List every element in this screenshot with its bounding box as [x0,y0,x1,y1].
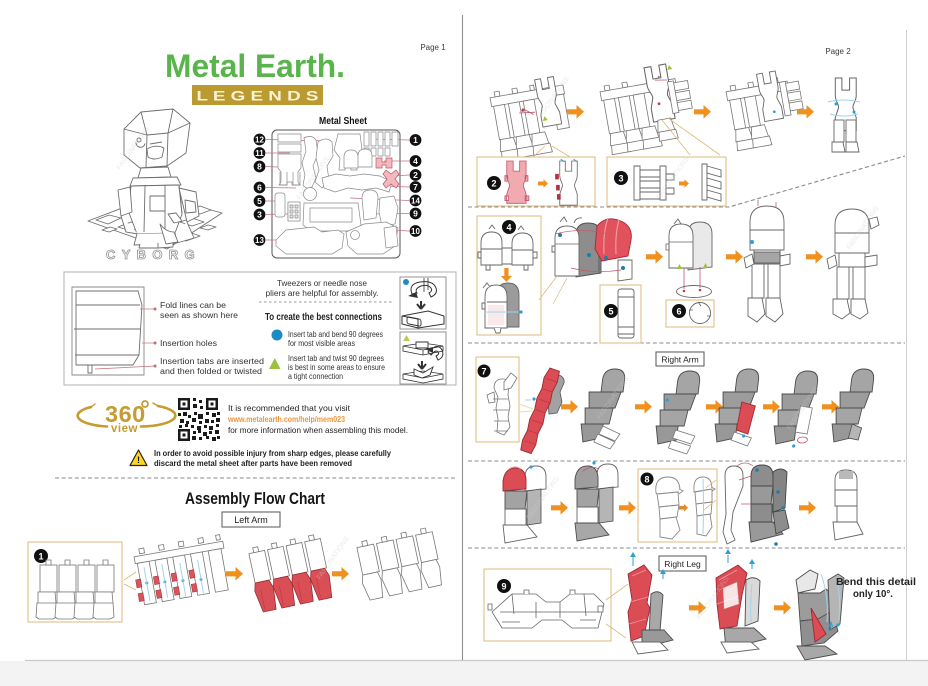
svg-text:Metal Sheet: Metal Sheet [319,115,367,127]
svg-text:13: 13 [255,236,264,245]
svg-text:Bend this detail: Bend this detail [836,577,916,588]
svg-text:Right Leg: Right Leg [664,559,701,569]
svg-text:Page 1: Page 1 [420,43,446,52]
svg-text:Metal Earth.: Metal Earth. [165,48,345,84]
svg-text:Assembly Flow Chart: Assembly Flow Chart [185,490,325,508]
svg-text:Left Arm: Left Arm [234,515,268,525]
svg-text:12: 12 [255,136,264,145]
svg-text:3: 3 [618,174,623,184]
svg-text:360: 360 [105,401,146,427]
svg-text:a tight connection: a tight connection [288,372,343,381]
svg-text:Tweezers or needle nose: Tweezers or needle nose [277,279,367,288]
svg-text:3: 3 [257,210,262,220]
svg-text:2: 2 [413,170,418,180]
svg-text:Insert tab and bend 90 degrees: Insert tab and bend 90 degrees [288,330,383,339]
svg-text:4: 4 [413,156,418,166]
svg-text:14: 14 [411,197,420,206]
svg-text:It is recommended that you vis: It is recommended that you visit [228,403,351,413]
svg-text:Right Arm: Right Arm [661,355,698,365]
svg-text:9: 9 [413,209,418,219]
svg-text:view: view [111,423,138,435]
svg-text:Fold lines can be: Fold lines can be [160,301,227,310]
svg-text:10: 10 [411,227,420,236]
svg-text:and then folded or twisted: and then folded or twisted [160,367,262,376]
svg-text:2: 2 [491,179,496,189]
svg-text:for most visible areas: for most visible areas [288,339,355,348]
svg-text:5: 5 [257,196,262,206]
svg-text:4: 4 [506,223,511,233]
svg-text:5: 5 [608,307,613,317]
svg-text:6: 6 [257,183,262,193]
svg-text:8: 8 [644,475,649,485]
svg-text:for more information when asse: for more information when assembling thi… [228,425,408,435]
svg-text:8: 8 [257,162,262,172]
svg-text:7: 7 [481,367,486,377]
svg-text:www.metalearth.com/help/mem023: www.metalearth.com/help/mem023 [227,414,345,424]
svg-text:L E G E N D S: L E G E N D S [197,89,319,104]
svg-text:only 10°.: only 10°. [853,589,893,600]
svg-text:!: ! [137,455,140,465]
svg-text:Page 2: Page 2 [825,47,851,56]
svg-text:Insert tab and twist 90 degree: Insert tab and twist 90 degrees [288,354,384,363]
svg-text:11: 11 [255,149,264,158]
svg-text:is best in some areas to ensur: is best in some areas to ensure [288,363,385,372]
svg-text:7: 7 [413,182,418,192]
svg-text:pliers are helpful for assembl: pliers are helpful for assembly. [266,289,379,298]
svg-text:1: 1 [38,552,43,562]
svg-text:Insertion tabs are inserted: Insertion tabs are inserted [160,357,264,366]
svg-text:9: 9 [501,582,506,592]
svg-text:Insertion holes: Insertion holes [160,339,217,348]
svg-text:To create the best connections: To create the best connections [265,312,382,323]
svg-text:In order to avoid possible inj: In order to avoid possible injury from s… [154,448,391,458]
svg-text:6: 6 [676,307,681,317]
svg-text:CYBORG: CYBORG [106,247,201,262]
svg-text:discard the metal sheet after: discard the metal sheet after parts have… [154,458,352,468]
svg-text:1: 1 [413,135,418,145]
svg-text:seen as shown here: seen as shown here [160,311,239,320]
